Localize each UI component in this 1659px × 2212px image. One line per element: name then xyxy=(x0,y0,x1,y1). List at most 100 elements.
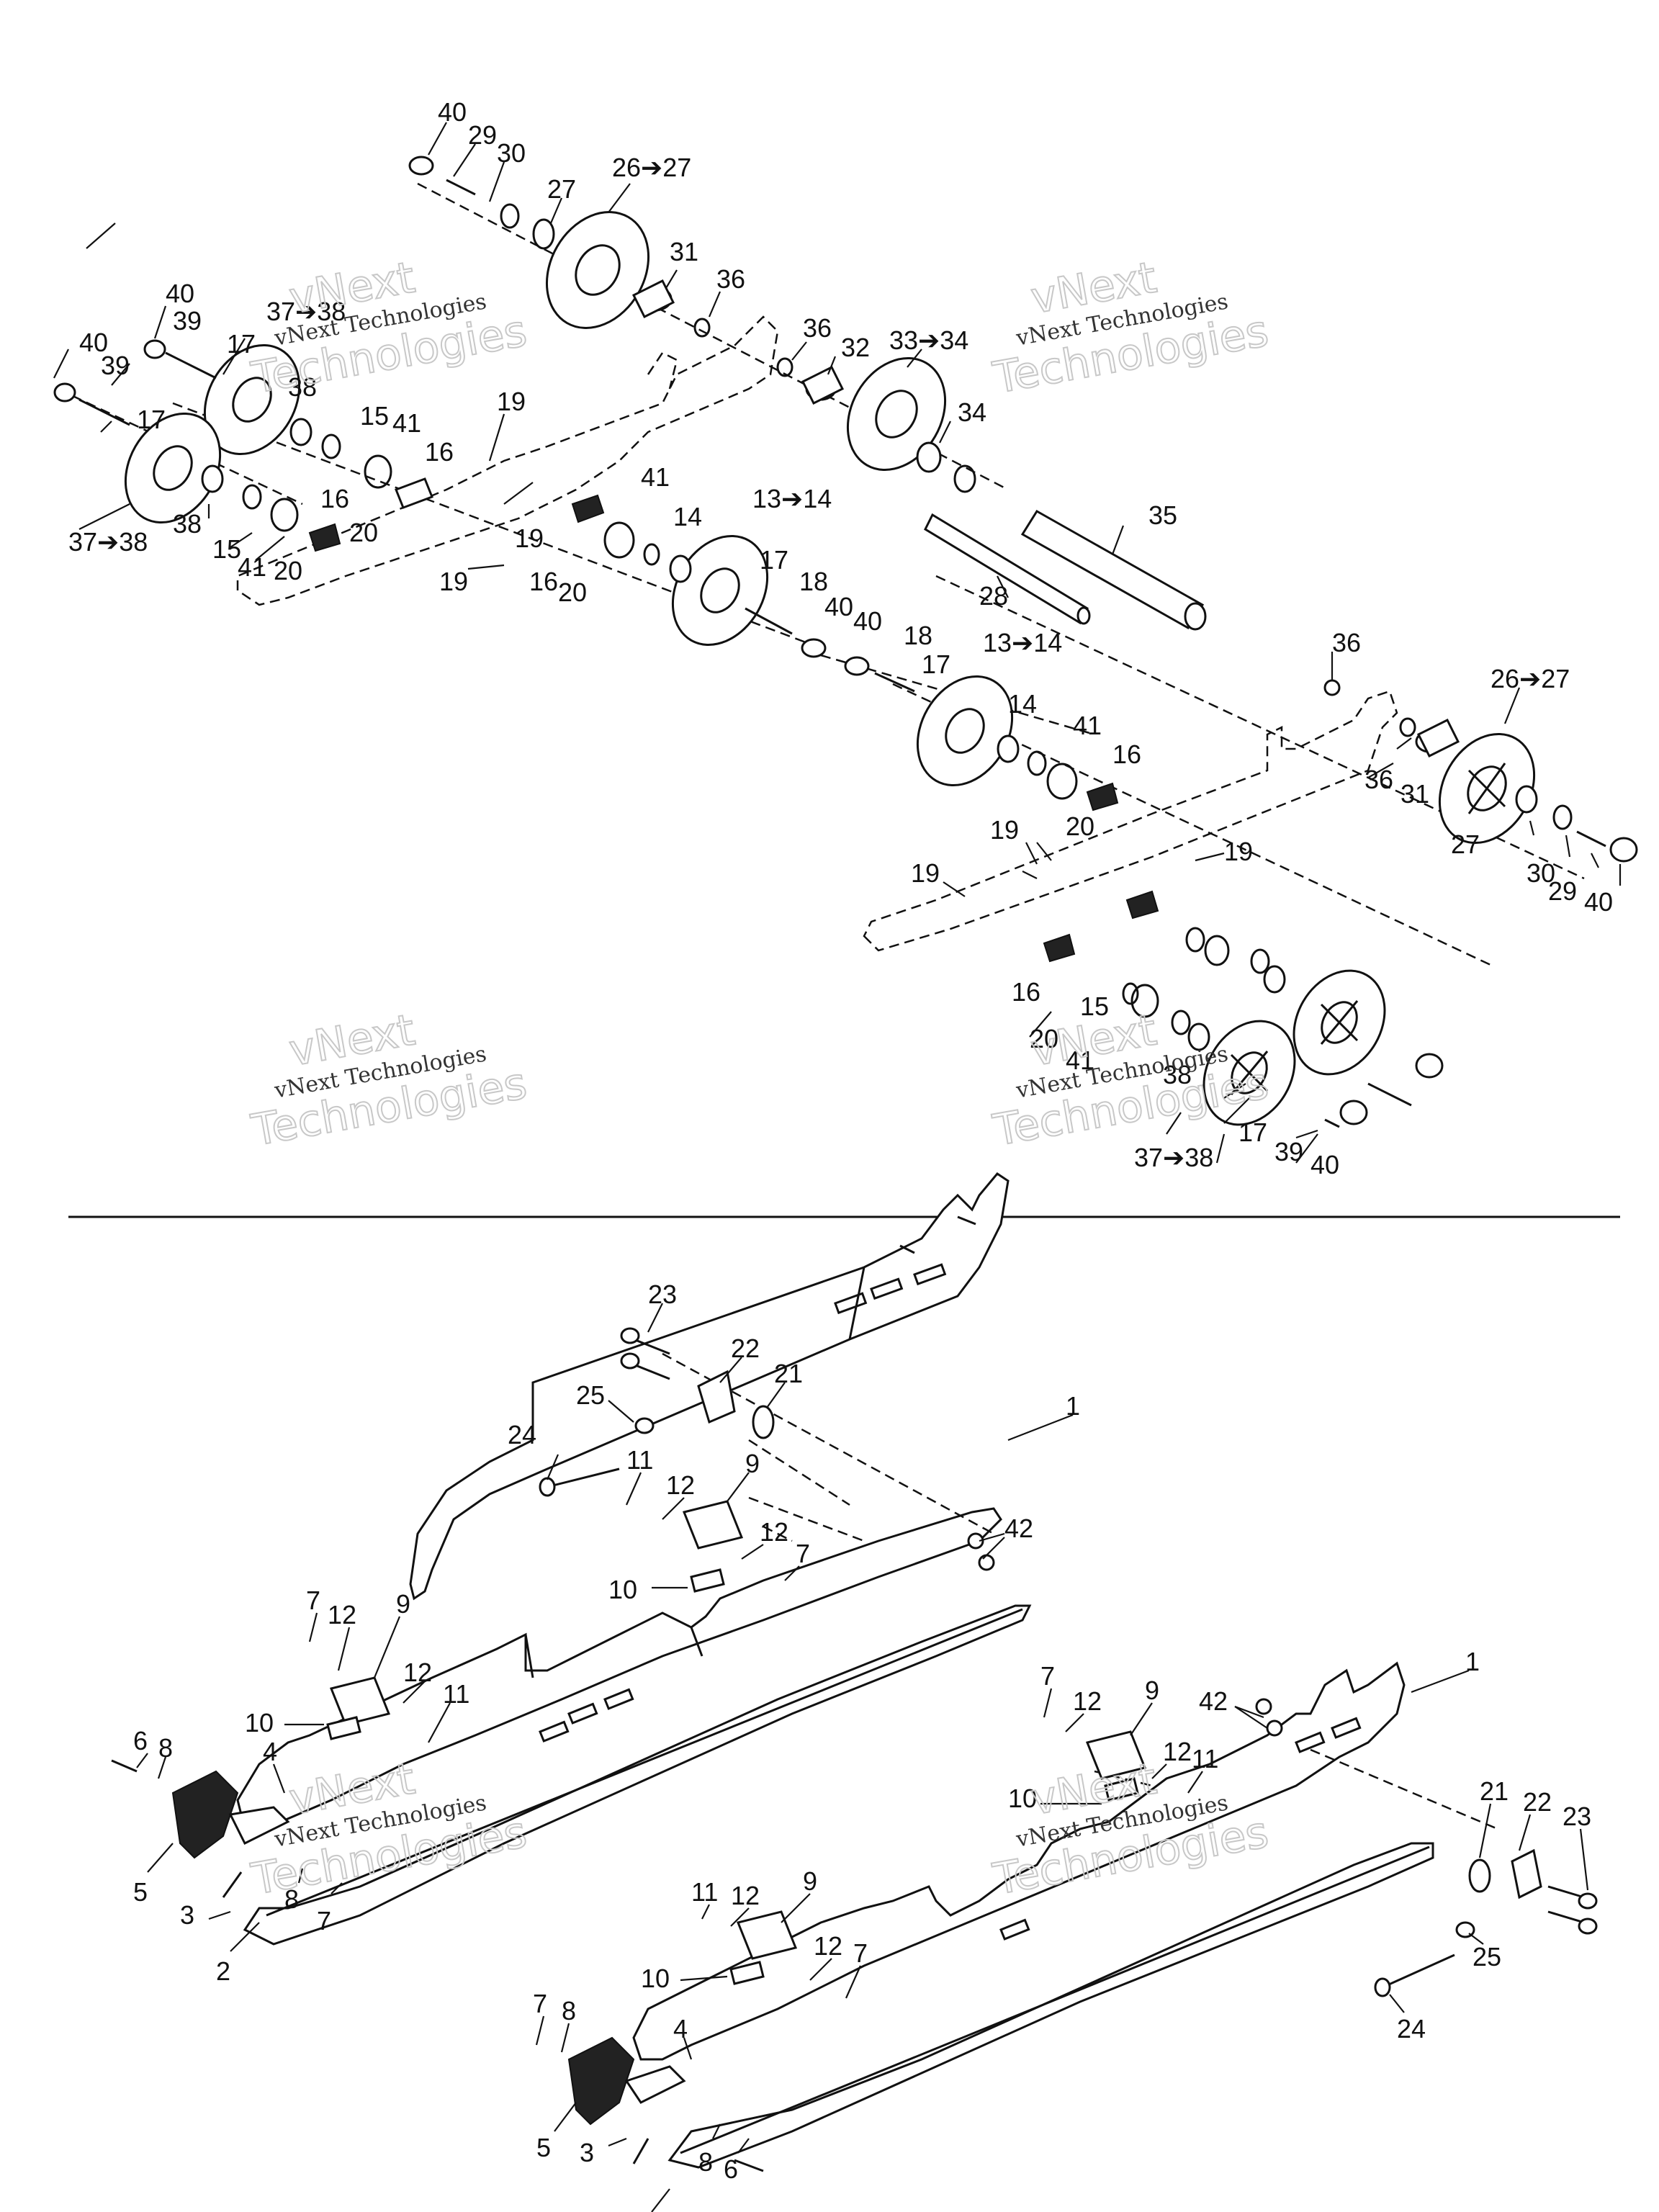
callout-label: 16 xyxy=(529,567,558,596)
callout-label: 38 xyxy=(1163,1060,1192,1089)
callout-label: 8 xyxy=(698,2147,713,2177)
callout-label: 7 xyxy=(533,1989,547,2018)
callout-label: 23 xyxy=(1563,1802,1591,1831)
callout-label: 21 xyxy=(1480,1776,1509,1806)
callout-label: 36 xyxy=(1364,765,1393,794)
callout-label: 10 xyxy=(641,1964,670,1993)
callout-label: 12 xyxy=(403,1658,432,1687)
callout-label: 15 xyxy=(360,401,389,431)
callout-label: 36 xyxy=(1332,628,1361,657)
callout-label: 20 xyxy=(274,556,302,585)
callout-label: 17 xyxy=(760,545,788,575)
callout-label: 22 xyxy=(731,1334,760,1363)
callout-label: 29 xyxy=(1548,876,1577,906)
callout-label: 11 xyxy=(691,1877,718,1907)
callout-label: 11 xyxy=(443,1679,469,1709)
callout-label: 12 xyxy=(814,1931,842,1961)
slide-rail-2-right xyxy=(667,1842,1434,2169)
callout-label: 17 xyxy=(227,329,256,359)
slide-rail-left-a xyxy=(236,1507,1002,1830)
callout-label: 27 xyxy=(547,174,576,204)
callout-label: 16 xyxy=(1012,977,1040,1007)
callout-label: 24 xyxy=(1397,2014,1426,2044)
callout-label: 19 xyxy=(497,387,526,416)
callout-label: 5 xyxy=(133,1877,148,1907)
callout-label: 12 xyxy=(1163,1737,1192,1766)
callout-label: 34 xyxy=(958,397,986,427)
callout-label: 19 xyxy=(911,858,940,888)
small-parts-top xyxy=(53,156,1638,1128)
callout-label: 20 xyxy=(349,518,378,547)
callout-label: 41 xyxy=(1073,711,1102,740)
callout-label: 26➔27 xyxy=(1491,664,1570,693)
callout-label: 31 xyxy=(670,237,698,266)
callout-label: 33➔34 xyxy=(889,325,968,355)
callout-label: 40 xyxy=(1310,1150,1339,1179)
callout-label: 3 xyxy=(580,2138,594,2167)
callout-label: 6 xyxy=(133,1726,148,1755)
wheel-26-27-lower xyxy=(1438,733,1536,844)
callout-label: 12 xyxy=(731,1881,760,1910)
callout-label: 37➔38 xyxy=(1134,1143,1213,1172)
callout-label: 8 xyxy=(562,1996,576,2026)
wheel-13-14-lower xyxy=(916,675,1014,786)
tabs-21-22 xyxy=(697,1370,1542,1899)
callout-label: 19 xyxy=(515,523,544,553)
callout-label: 4 xyxy=(263,1737,277,1766)
bolts-bottom xyxy=(111,1327,1598,2172)
callout-label: 39 xyxy=(101,351,130,380)
callout-label: 7 xyxy=(853,1938,868,1968)
callout-label: 24 xyxy=(508,1420,536,1449)
callout-label: 37➔38 xyxy=(68,527,148,557)
callout-label: 13➔14 xyxy=(752,484,832,513)
callout-label: 11 xyxy=(626,1445,653,1475)
callout-label: 19 xyxy=(990,815,1019,845)
callout-label: 30 xyxy=(1527,858,1555,888)
callout-label: 9 xyxy=(803,1866,817,1896)
callout-label: 21 xyxy=(774,1359,803,1388)
callout-label: 10 xyxy=(245,1708,274,1737)
wheel-37-38-lower-b xyxy=(1202,1020,1296,1126)
watermarks: vNext vNext Technologies Technologies vN… xyxy=(247,251,1273,1905)
shaft-35 xyxy=(1020,509,1207,631)
callout-label: 12 xyxy=(1073,1686,1102,1716)
callout-label: 8 xyxy=(158,1733,173,1763)
callout-label: 9 xyxy=(1145,1676,1159,1705)
callout-label: 4 xyxy=(673,2014,688,2044)
wheel-37-38-lower-a xyxy=(1292,969,1386,1076)
callout-label: 15 xyxy=(1080,992,1109,1021)
callout-label: 12 xyxy=(328,1600,356,1629)
callout-label: 40 xyxy=(438,97,467,127)
callout-label: 16 xyxy=(1112,739,1141,769)
callout-label: 9 xyxy=(396,1589,410,1619)
callout-label: 38 xyxy=(288,372,317,402)
callout-label: 32 xyxy=(841,333,870,362)
callout-label: 20 xyxy=(558,577,587,607)
callout-label: 27 xyxy=(1451,830,1480,859)
callout-label: 25 xyxy=(1473,1942,1501,1972)
callout-label: 17 xyxy=(1238,1118,1267,1147)
callout-label: 18 xyxy=(799,567,828,596)
bottom-rail-assembly: 2322212512411129124271071291211106845387… xyxy=(111,1172,1598,2212)
callout-label: 20 xyxy=(1030,1024,1058,1053)
watermark-c: vNext vNext Technologies Technologies xyxy=(247,1004,531,1156)
callout-label: 5 xyxy=(536,2133,551,2162)
callout-label: 31 xyxy=(1401,779,1429,809)
callout-label: 29 xyxy=(468,120,497,150)
callout-label: 9 xyxy=(745,1449,760,1478)
callout-label: 1 xyxy=(1465,1647,1480,1676)
callout-label: 40 xyxy=(79,328,108,357)
callout-label: 36 xyxy=(803,313,832,343)
callout-label: 39 xyxy=(173,306,202,336)
callout-label: 36 xyxy=(716,264,745,294)
callout-label: 22 xyxy=(1523,1787,1552,1817)
callout-label: 10 xyxy=(608,1575,637,1604)
callout-label: 7 xyxy=(1040,1661,1055,1691)
callout-label: 15 xyxy=(212,534,241,564)
callout-label: 8 xyxy=(284,1884,299,1914)
callout-label: 14 xyxy=(1008,689,1037,719)
callout-label: 39 xyxy=(1274,1137,1303,1166)
wheel-13-14-upper xyxy=(671,535,769,646)
callout-label: 20 xyxy=(1066,811,1094,841)
